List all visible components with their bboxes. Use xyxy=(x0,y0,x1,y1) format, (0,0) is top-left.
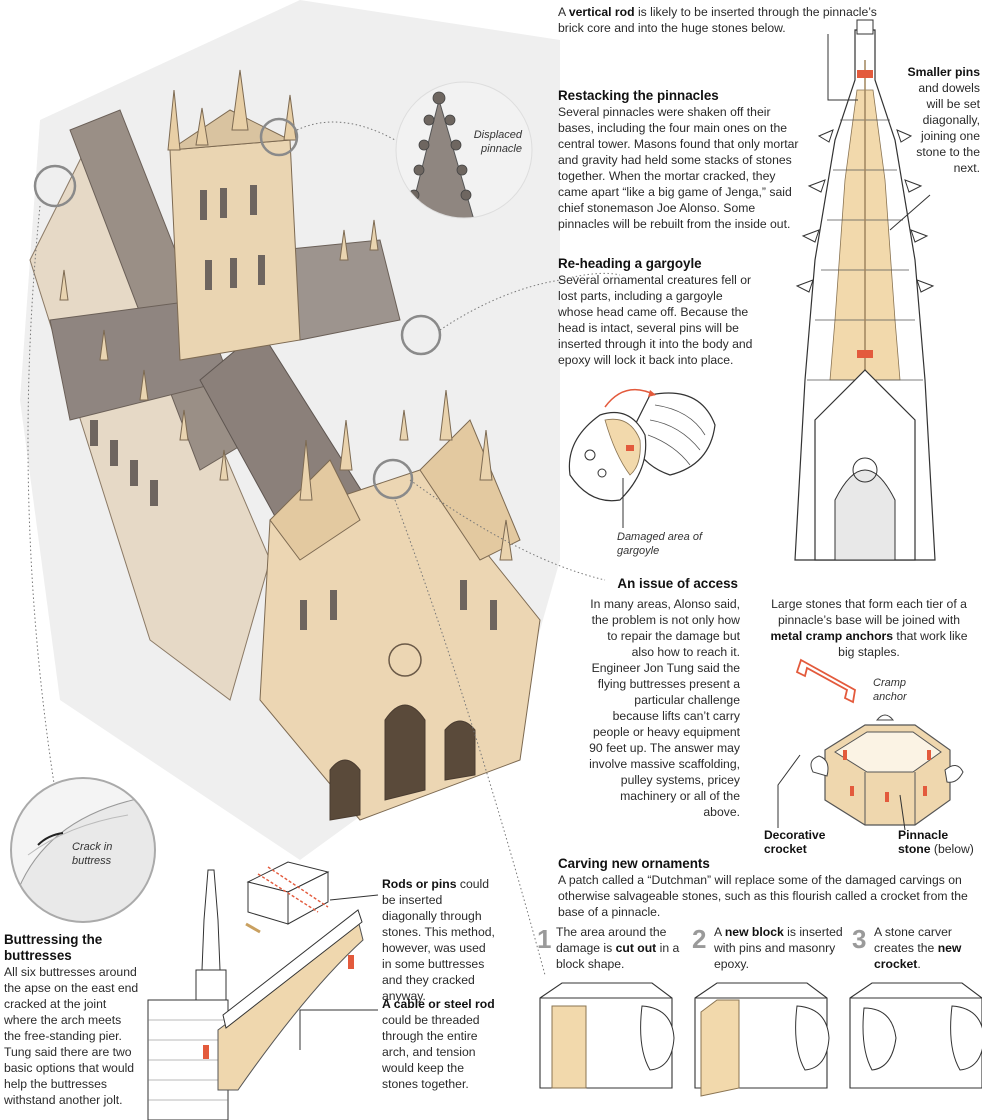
cathedral-illustration xyxy=(20,0,561,976)
step-3-text: A stone carver creates the new crocket. xyxy=(874,925,962,971)
buttress-section: Buttressing the buttresses All six buttr… xyxy=(4,932,139,1108)
carving-heading: Carving new ornaments xyxy=(558,856,710,871)
step-1-number: 1 xyxy=(537,924,552,954)
cramp-leaders xyxy=(777,754,906,831)
carving-body: A patch called a “Dutchman” will replace… xyxy=(558,873,968,919)
carving-section: Carving new ornaments A patch called a “… xyxy=(558,856,968,920)
rods-pins-note: Rods or pins could be inserted diagonall… xyxy=(382,877,495,1003)
cramp-anchor-drawing xyxy=(795,658,856,704)
displaced-pinnacle-label: Displaced pinnacle xyxy=(473,129,522,155)
crack-label: Crack in buttress xyxy=(72,841,113,867)
gargoyle-section: Re-heading a gargoyle Several ornamental… xyxy=(558,256,758,368)
pinnacles-body: Several pinnacles were shaken off their … xyxy=(558,105,799,231)
pinnacles-heading: Restacking the pinnacles xyxy=(558,88,719,103)
pinnacle-stone-label: Pinnacle stone (below) xyxy=(898,828,974,856)
pinnacle-cutaway-drawing xyxy=(794,19,936,561)
gargoyle-body: Several ornamental creatures fell or los… xyxy=(558,273,753,367)
rod-leader xyxy=(827,34,931,231)
rod-block-drawing xyxy=(245,861,330,934)
crack-inset xyxy=(10,777,156,923)
cramp-anchor-label: Cramp anchor xyxy=(873,677,907,703)
vertical-rod-note: A vertical rod is likely to be inserted … xyxy=(558,5,877,35)
gargoyle-caption: Damaged area of gargoyle xyxy=(617,531,702,557)
cramp-note: Large stones that form each tier of a pi… xyxy=(770,597,968,659)
step-3-number: 3 xyxy=(852,924,867,954)
access-section: An issue of access xyxy=(588,576,738,592)
gargoyle-leader xyxy=(622,478,624,528)
buttress-drawing xyxy=(147,869,364,1120)
gargoyle-drawing xyxy=(568,388,716,502)
step-drawings xyxy=(539,982,982,1097)
buttress-heading: Buttressing the buttresses xyxy=(4,932,103,963)
cable-note: A cable or steel rod could be threaded t… xyxy=(382,997,495,1091)
step-2-text: A new block is inserted with pins and ma… xyxy=(714,925,843,971)
pinnacle-stone-drawing xyxy=(810,714,964,826)
gargoyle-heading: Re-heading a gargoyle xyxy=(558,256,702,271)
step-2-number: 2 xyxy=(692,924,707,954)
access-heading: An issue of access xyxy=(617,576,738,591)
buttress-body: All six buttresses around the apse on th… xyxy=(4,965,139,1107)
pinnacles-section: Restacking the pinnacles Several pinnacl… xyxy=(558,88,803,232)
displaced-pinnacle-inset xyxy=(395,81,533,219)
smaller-pins-note: Smaller pins and dowels will be set diag… xyxy=(907,65,980,175)
decorative-crocket-label: Decorative crocket xyxy=(764,828,826,856)
step-1-text: The area around the damage is cut out in… xyxy=(556,925,680,971)
access-body: In many areas, Alonso said, the problem … xyxy=(589,597,740,819)
